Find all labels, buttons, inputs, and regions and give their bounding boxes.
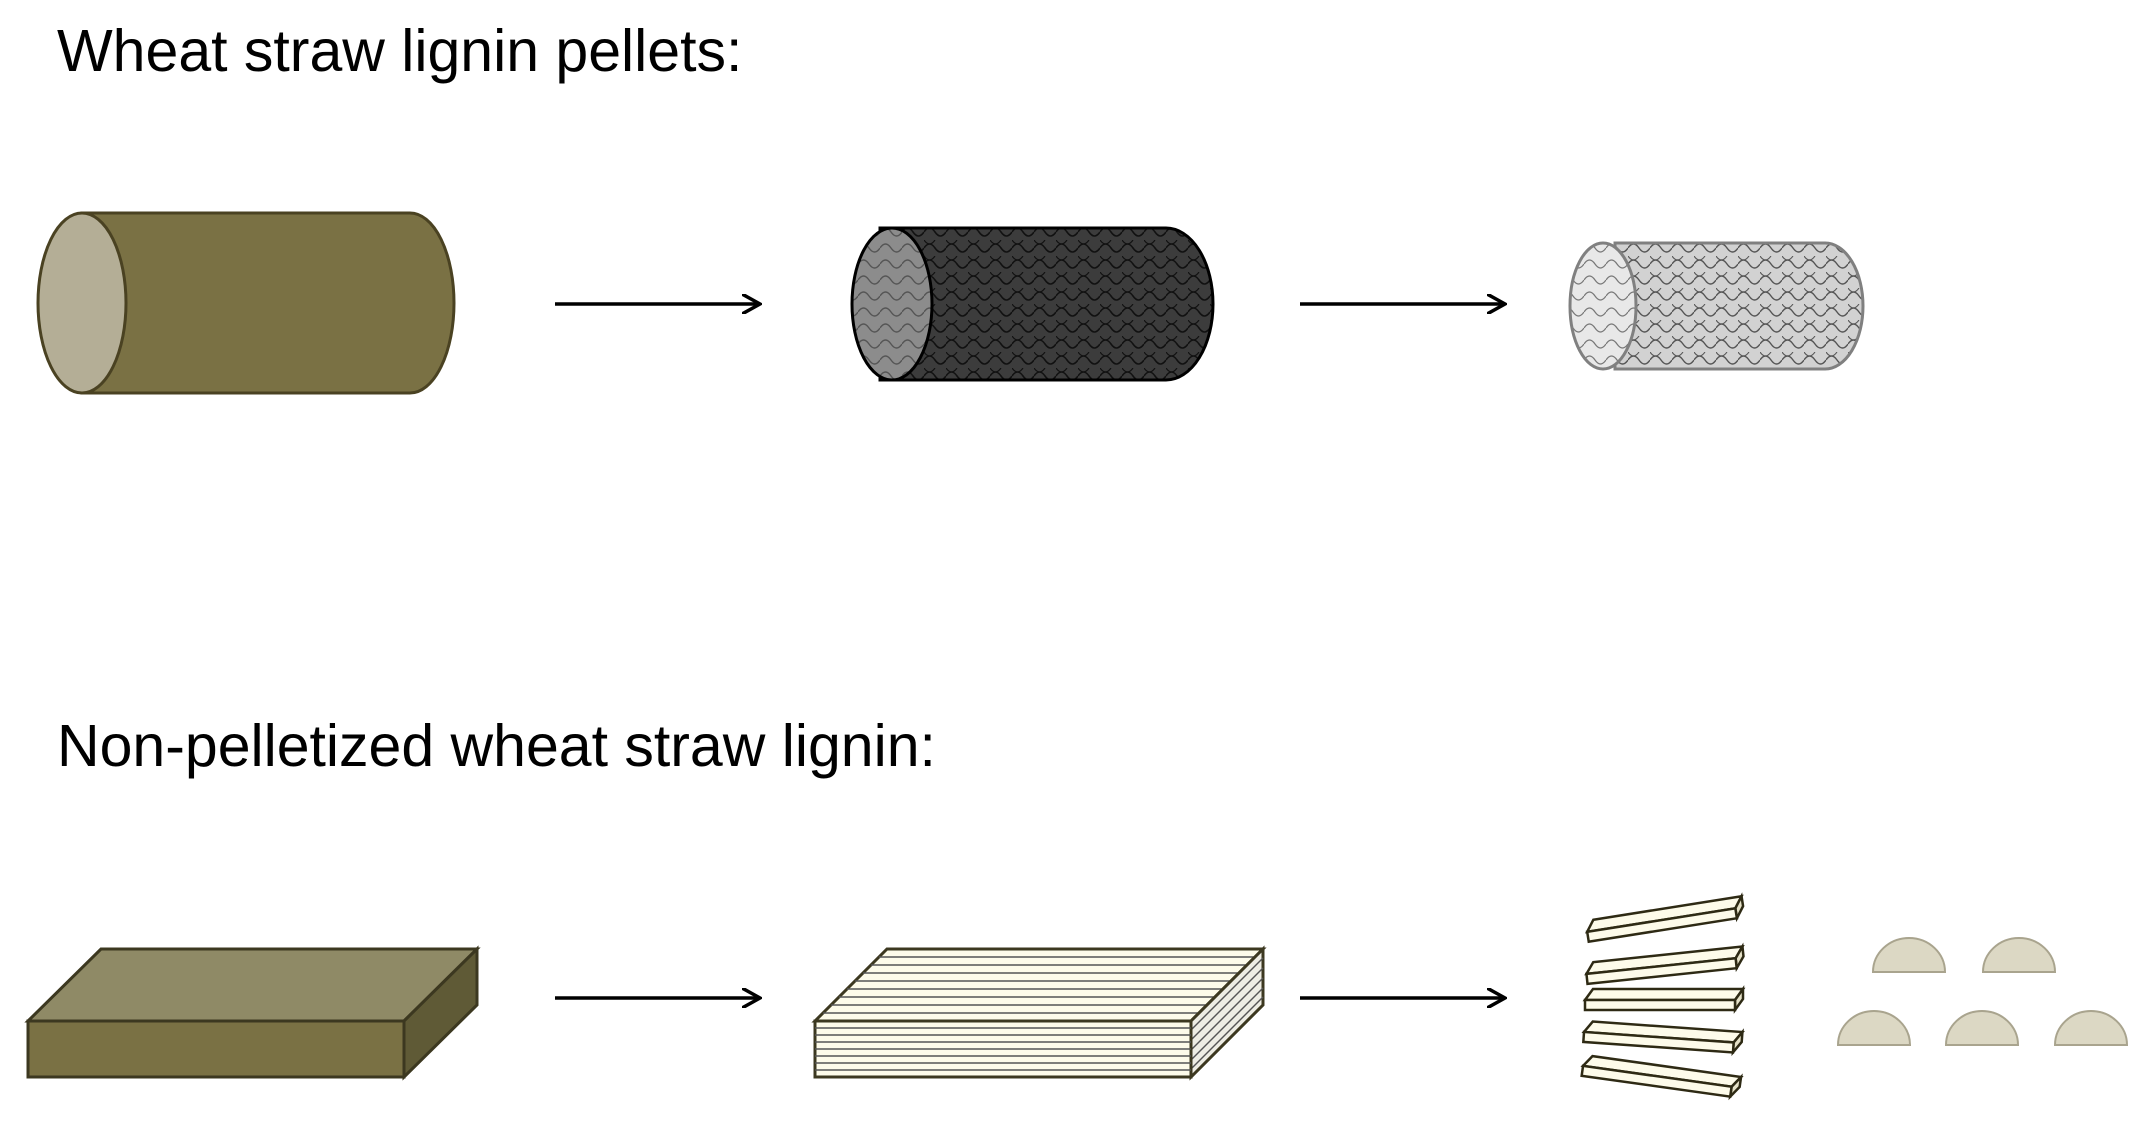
light-textured-pellet [1568,241,1865,371]
fragment [2053,1010,2129,1046]
fragment [1981,937,2057,973]
flake [1582,985,1746,1014]
flake [1581,1020,1745,1057]
raw-block [24,945,481,1081]
flake [1580,1054,1744,1101]
section-title-non-pelletized: Non-pelletized wheat straw lignin: [57,713,936,779]
raw-pellet [36,211,456,395]
darkened-textured-pellet [850,226,1215,382]
section-title-pellets: Wheat straw lignin pellets: [57,18,743,84]
flake [1584,892,1745,944]
fragment [1871,937,1947,973]
fragments [1836,937,2129,1046]
fragment [1944,1010,2020,1046]
layered-block [811,945,1267,1081]
separated-flakes [1580,892,1746,1101]
fragment [1836,1010,1912,1046]
flake [1584,942,1745,986]
